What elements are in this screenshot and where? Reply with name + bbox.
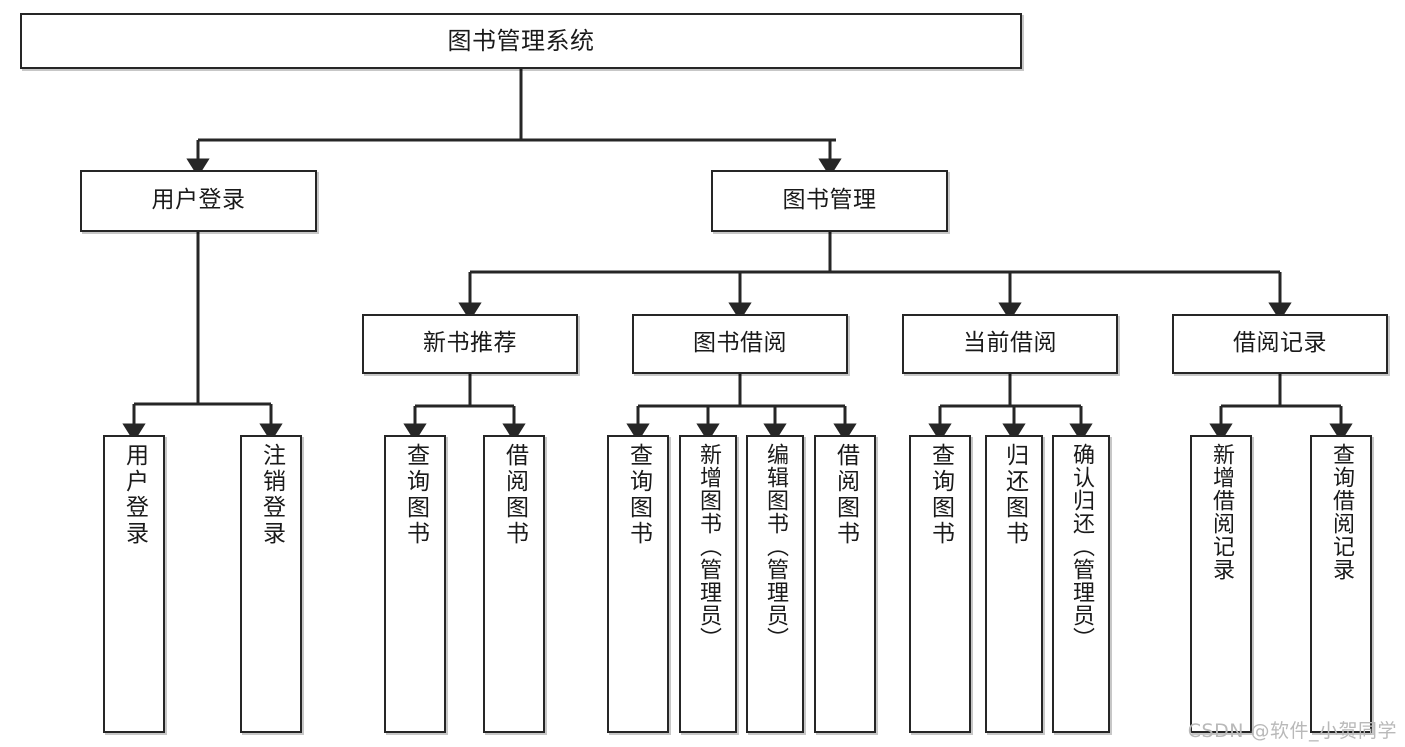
node-user-login[interactable]: 用户登录 (80, 170, 317, 232)
node-user-login-label: 用户登录 (151, 187, 246, 214)
leaf-query-book-borrow[interactable]: 查询图书 (607, 435, 669, 733)
leaf-user-login-label: 用户登录 (121, 443, 148, 547)
node-book-borrow[interactable]: 图书借阅 (632, 314, 848, 374)
node-borrow-records-label: 借阅记录 (1233, 330, 1327, 357)
node-book-borrow-label: 图书借阅 (693, 330, 787, 357)
node-book-management-label: 图书管理 (782, 187, 877, 214)
leaf-add-borrow-record[interactable]: 新增借阅记录 (1190, 435, 1252, 733)
leaf-query-borrow-record-label: 查询借阅记录 (1329, 443, 1354, 581)
leaf-query-book-recommend-label: 查询图书 (402, 443, 429, 547)
leaf-edit-book-admin[interactable]: 编辑图书（管理员） (746, 435, 804, 733)
leaf-query-book-borrow-label: 查询图书 (625, 443, 652, 547)
node-new-book-recommend-label: 新书推荐 (423, 330, 517, 357)
leaf-add-borrow-record-label: 新增借阅记录 (1209, 443, 1234, 581)
leaf-query-borrow-record[interactable]: 查询借阅记录 (1310, 435, 1372, 733)
leaf-confirm-return-admin-label: 确认归还（管理员） (1069, 443, 1094, 650)
node-book-management[interactable]: 图书管理 (711, 170, 948, 232)
leaf-edit-book-admin-label: 编辑图书（管理员） (763, 443, 788, 650)
leaf-query-book-current-label: 查询图书 (927, 443, 954, 547)
node-root[interactable]: 图书管理系统 (20, 13, 1022, 69)
node-borrow-records[interactable]: 借阅记录 (1172, 314, 1388, 374)
node-current-borrow-label: 当前借阅 (963, 330, 1057, 357)
leaf-logout-label: 注销登录 (258, 443, 285, 547)
leaf-user-login[interactable]: 用户登录 (103, 435, 165, 733)
leaf-add-book-admin-label: 新增图书（管理员） (696, 443, 721, 650)
leaf-query-book-recommend[interactable]: 查询图书 (384, 435, 446, 733)
csdn-watermark: CSDN @软件_小贺同学 (1187, 720, 1397, 742)
leaf-borrow-book[interactable]: 借阅图书 (814, 435, 876, 733)
leaf-return-book[interactable]: 归还图书 (985, 435, 1043, 733)
node-root-label: 图书管理系统 (447, 26, 595, 55)
leaf-borrow-book-label: 借阅图书 (832, 443, 859, 547)
leaf-borrow-book-recommend[interactable]: 借阅图书 (483, 435, 545, 733)
leaf-confirm-return-admin[interactable]: 确认归还（管理员） (1052, 435, 1110, 733)
leaf-query-book-current[interactable]: 查询图书 (909, 435, 971, 733)
leaf-add-book-admin[interactable]: 新增图书（管理员） (679, 435, 737, 733)
node-new-book-recommend[interactable]: 新书推荐 (362, 314, 578, 374)
leaf-return-book-label: 归还图书 (1001, 443, 1028, 547)
leaf-logout[interactable]: 注销登录 (240, 435, 302, 733)
leaf-borrow-book-recommend-label: 借阅图书 (501, 443, 528, 547)
node-current-borrow[interactable]: 当前借阅 (902, 314, 1118, 374)
